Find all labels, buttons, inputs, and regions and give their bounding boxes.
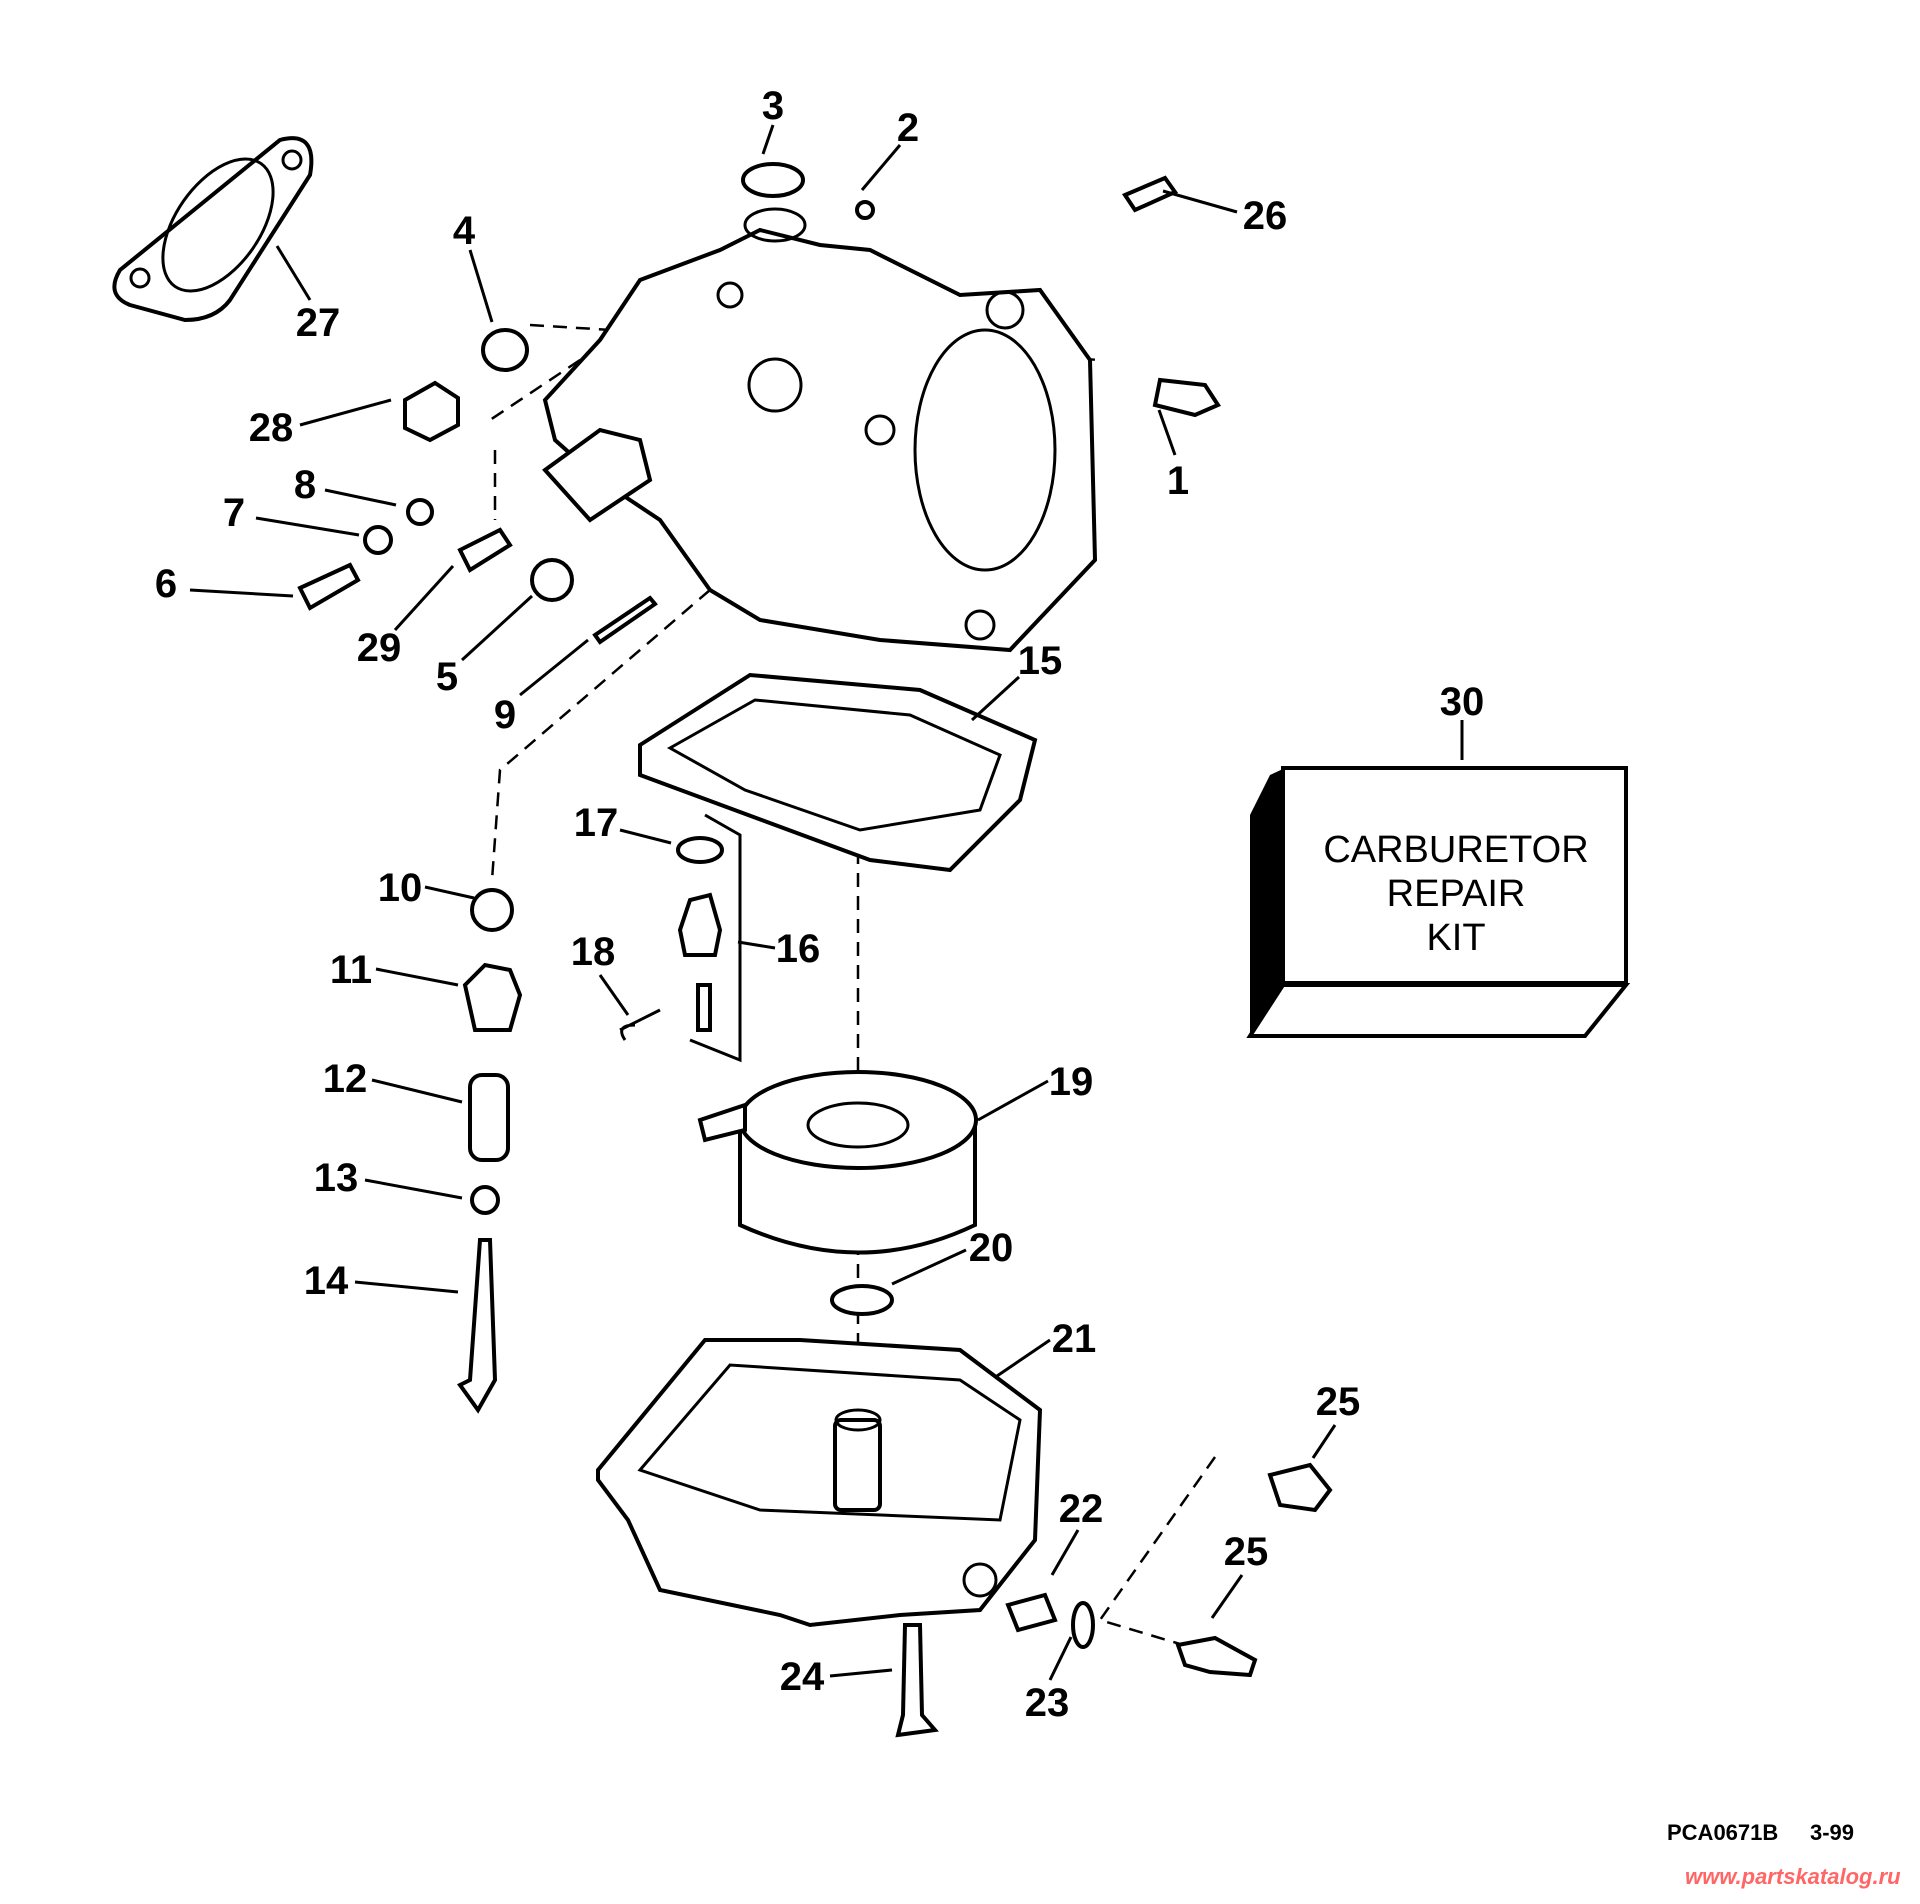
nut-28 bbox=[403, 380, 460, 443]
callout-25-upper: 25 bbox=[1316, 1380, 1361, 1424]
washer-17 bbox=[676, 836, 724, 864]
ball-2 bbox=[855, 200, 875, 220]
clip-18 bbox=[619, 1008, 661, 1041]
callout-15: 15 bbox=[1018, 639, 1063, 683]
o-ring-23 bbox=[1071, 1601, 1095, 1649]
screw-24 bbox=[895, 1623, 939, 1738]
callout-26: 26 bbox=[1243, 194, 1288, 238]
needle-16 bbox=[696, 983, 712, 1032]
fitting-26 bbox=[1121, 175, 1179, 213]
callout-13: 13 bbox=[314, 1156, 359, 1200]
callout-16: 16 bbox=[776, 927, 821, 971]
needle-valve-16 bbox=[677, 892, 723, 957]
clip-5 bbox=[530, 558, 574, 602]
callout-5: 5 bbox=[436, 655, 458, 699]
leader-lines bbox=[189, 124, 1337, 1681]
callout-23: 23 bbox=[1025, 1681, 1070, 1725]
callout-14: 14 bbox=[304, 1259, 349, 1303]
bracket-16 bbox=[689, 813, 742, 1063]
callout-28: 28 bbox=[249, 406, 294, 450]
carburetor-body bbox=[542, 207, 1098, 653]
bowl-gasket bbox=[638, 672, 1038, 873]
callout-25-lower: 25 bbox=[1224, 1530, 1269, 1574]
pin-9 bbox=[592, 595, 658, 645]
kit-line-2: REPAIR bbox=[1387, 873, 1526, 915]
kit-line-1: CARBURETOR bbox=[1323, 829, 1588, 871]
float-bowl bbox=[596, 1338, 1043, 1628]
flange-gasket bbox=[112, 136, 314, 323]
callout-18: 18 bbox=[571, 930, 616, 974]
callout-7: 7 bbox=[223, 491, 245, 535]
callout-1: 1 bbox=[1167, 459, 1189, 503]
callout-2: 2 bbox=[897, 106, 919, 150]
callout-21: 21 bbox=[1052, 1317, 1097, 1361]
plug-25a bbox=[1267, 1462, 1333, 1513]
screw-22 bbox=[1005, 1592, 1058, 1633]
callout-24: 24 bbox=[780, 1655, 825, 1699]
seal-10 bbox=[470, 888, 514, 932]
callout-27: 27 bbox=[296, 301, 341, 345]
callout-22: 22 bbox=[1059, 1487, 1104, 1531]
fitting-11 bbox=[462, 962, 523, 1032]
callout-6: 6 bbox=[155, 562, 177, 606]
link-29 bbox=[457, 527, 513, 573]
callout-4: 4 bbox=[453, 209, 476, 253]
kit-line-3: KIT bbox=[1426, 917, 1485, 959]
repair-kit-box: CARBURETOR REPAIR KIT bbox=[1246, 720, 1631, 1038]
callout-12: 12 bbox=[323, 1057, 368, 1101]
callout-19: 19 bbox=[1049, 1060, 1094, 1104]
callout-labels: 1 2 3 4 5 6 7 8 9 10 11 12 13 14 15 16 1… bbox=[155, 84, 1484, 1725]
spring-12 bbox=[468, 1073, 510, 1162]
plug-4 bbox=[481, 328, 529, 372]
washer-13 bbox=[470, 1185, 500, 1215]
diagram-code: PCA0671B bbox=[1667, 1820, 1778, 1845]
screw-1 bbox=[1152, 377, 1221, 418]
callout-8: 8 bbox=[294, 463, 316, 507]
watermark: www.partskatalog.ru bbox=[1685, 1864, 1901, 1889]
float bbox=[697, 1070, 978, 1255]
washer-7 bbox=[363, 525, 393, 555]
callout-30: 30 bbox=[1440, 680, 1485, 724]
callout-3: 3 bbox=[762, 84, 784, 128]
callout-11: 11 bbox=[330, 948, 372, 992]
fitting-25b bbox=[1175, 1635, 1258, 1678]
callout-10: 10 bbox=[378, 866, 423, 910]
washer-20 bbox=[830, 1284, 894, 1316]
screw-6 bbox=[297, 562, 361, 611]
callout-17: 17 bbox=[574, 801, 619, 845]
callout-29: 29 bbox=[357, 626, 402, 670]
callout-20: 20 bbox=[969, 1226, 1014, 1270]
diagram-date: 3-99 bbox=[1810, 1820, 1854, 1845]
plug-3 bbox=[741, 162, 805, 198]
callout-9: 9 bbox=[494, 693, 516, 737]
needle-14 bbox=[457, 1238, 498, 1414]
lockwasher-8 bbox=[406, 498, 434, 526]
